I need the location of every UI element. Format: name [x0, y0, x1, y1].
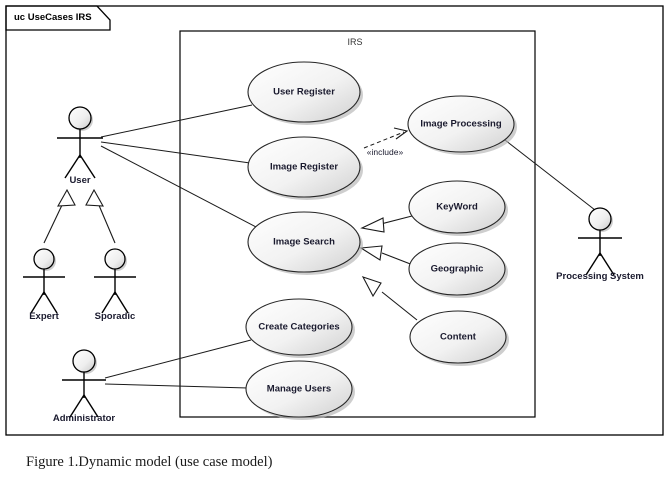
use-case-image-search[interactable]: Image Search [247, 211, 363, 275]
user-head-icon[interactable] [68, 106, 92, 130]
arrowhead-sporadic-to-user [85, 188, 104, 207]
arrowhead-geographic-to-image-search [359, 245, 383, 261]
actor-expert[interactable]: Expert [23, 248, 65, 322]
edge-user-to-image-register [100, 141, 251, 164]
use-case-user-register[interactable]: User Register [247, 61, 363, 125]
arrowhead-expert-to-user [57, 188, 76, 207]
edge-user-to-image-search [100, 145, 257, 228]
edge-processing-system-to-image-processing [504, 139, 596, 211]
processing-system-head-icon[interactable] [588, 207, 612, 231]
edge-administrator-to-manage-users [104, 383, 249, 389]
administrator-leg-right [83, 394, 99, 418]
processing-system-leg-left [585, 252, 601, 276]
expert-head-icon[interactable] [33, 248, 55, 270]
edge-expert-to-user [43, 202, 64, 244]
arrowhead-include [393, 127, 409, 140]
use-case-create-categories[interactable]: Create Categories [245, 298, 355, 358]
use-case-nodes: User Register Image Register Image Searc… [245, 61, 517, 420]
use-case-image-processing[interactable]: Image Processing [407, 95, 517, 155]
association-edges [100, 104, 596, 389]
manage-users-ellipse[interactable] [245, 360, 353, 418]
expert-leg-right [43, 291, 58, 314]
administrator-head-icon[interactable] [72, 349, 96, 373]
sporadic-leg-left [101, 291, 116, 314]
actor-processing-system[interactable]: Processing System [556, 207, 644, 282]
edge-content-to-image-search [381, 291, 418, 321]
boundary-label: IRS [347, 37, 362, 47]
edge-user-to-user-register [100, 104, 253, 138]
use-case-content[interactable]: Content [409, 310, 509, 366]
system-boundary-irs: IRS [179, 30, 536, 418]
use-case-label: Create Categories [258, 322, 339, 333]
edge-keyword-to-image-search [380, 215, 413, 225]
figure-caption: Figure 1.Dynamic model (use case model) [26, 454, 273, 470]
arrowhead-keyword-to-image-search [360, 217, 385, 233]
create-categories-ellipse[interactable] [245, 298, 353, 356]
arrowhead-content-to-image-search [361, 276, 382, 298]
actor-label: Processing System [556, 271, 644, 282]
include-dependency: «include» [363, 127, 409, 157]
actor-label: Administrator [53, 413, 116, 424]
use-case-image-register[interactable]: Image Register [247, 136, 363, 200]
keyword-ellipse[interactable] [408, 180, 506, 234]
use-case-keyword[interactable]: KeyWord [408, 180, 508, 236]
actor-sporadic[interactable]: Sporadic [94, 248, 136, 322]
actor-label: Sporadic [95, 311, 136, 322]
frame-name-tab [5, 5, 111, 31]
use-case-label: Content [440, 332, 477, 343]
user-leg-right [79, 154, 96, 179]
include-stereotype-label: «include» [367, 147, 404, 157]
sporadic-head-icon[interactable] [104, 248, 126, 270]
use-case-label: Image Search [273, 237, 335, 248]
edge-sporadic-to-user [97, 202, 116, 244]
edge-image-register-to-image-processing [363, 131, 405, 149]
boundary-rect [179, 30, 536, 418]
generalization-edges [43, 188, 418, 321]
actor-administrator[interactable]: Administrator [53, 349, 116, 424]
use-case-label: Image Register [270, 162, 338, 173]
image-processing-ellipse[interactable] [407, 95, 515, 153]
user-leg-left [64, 154, 81, 179]
image-search-ellipse[interactable] [247, 211, 361, 273]
geographic-ellipse[interactable] [408, 242, 506, 296]
administrator-leg-left [69, 394, 85, 418]
use-case-label: KeyWord [436, 202, 478, 213]
uml-frame: uc UseCases IRS [5, 5, 664, 436]
actor-nodes: User Expert Sporadic [23, 106, 644, 424]
actor-user[interactable]: User [57, 106, 103, 186]
use-case-label: Image Processing [420, 119, 502, 130]
frame-tab-label: uc UseCases IRS [14, 12, 92, 23]
use-case-manage-users[interactable]: Manage Users [245, 360, 355, 420]
sporadic-leg-right [114, 291, 129, 314]
frame-border [5, 5, 664, 436]
content-ellipse[interactable] [409, 310, 507, 364]
use-case-geographic[interactable]: Geographic [408, 242, 508, 298]
edge-geographic-to-image-search [381, 252, 414, 266]
edge-administrator-to-create-categories [104, 339, 252, 379]
image-register-ellipse[interactable] [247, 136, 361, 198]
expert-leg-left [30, 291, 45, 314]
use-case-label: Manage Users [267, 384, 331, 395]
use-case-label: Geographic [431, 264, 484, 275]
actor-label: User [69, 175, 90, 186]
user-register-ellipse[interactable] [247, 61, 361, 123]
use-case-label: User Register [273, 87, 335, 98]
actor-label: Expert [29, 311, 59, 322]
processing-system-leg-right [599, 252, 615, 276]
